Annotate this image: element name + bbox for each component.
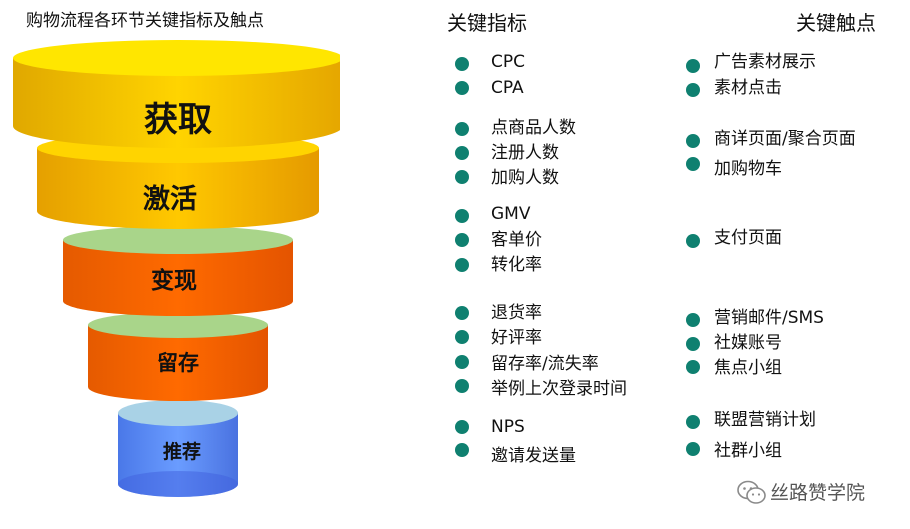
metric-item: 加购人数 [491, 168, 559, 188]
bullet-dot [686, 234, 700, 248]
metric-item: 退货率 [491, 303, 542, 323]
bullet-dot [455, 420, 469, 434]
bullet-dot [455, 330, 469, 344]
bullet-dot [455, 306, 469, 320]
wechat-icon [737, 480, 766, 504]
bullet-dot [686, 415, 700, 429]
metric-item: 点商品人数 [491, 118, 576, 138]
bullet-dot [455, 209, 469, 223]
touchpoint-item: 商详页面/聚合页面 [714, 129, 856, 149]
bullet-dot [686, 59, 700, 73]
stage-label-activation: 激活 [143, 184, 197, 215]
metric-item: CPC [491, 52, 525, 72]
metric-item: 邀请发送量 [491, 446, 576, 466]
watermark-text: 丝路赞学院 [770, 482, 866, 504]
bullet-dot [686, 360, 700, 374]
bullet-dot [455, 146, 469, 160]
touchpoint-item: 联盟营销计划 [714, 410, 816, 430]
touchpoint-item: 营销邮件/SMS [714, 308, 824, 328]
metric-item: 举例上次登录时间 [491, 379, 627, 399]
stage-referral [118, 400, 238, 497]
touchpoint-item: 素材点击 [714, 78, 782, 98]
bullet-dot [455, 233, 469, 247]
touchpoint-item: 焦点小组 [714, 358, 782, 378]
metric-item: NPS [491, 417, 525, 437]
stage-retention [88, 312, 268, 401]
bullet-dot [455, 122, 469, 136]
funnel-diagram [13, 40, 340, 497]
touchpoint-item: 加购物车 [714, 159, 782, 179]
metric-item: 好评率 [491, 328, 542, 348]
metric-item: GMV [491, 204, 531, 224]
bullet-dot [455, 355, 469, 369]
bullet-dot [455, 170, 469, 184]
bullet-dot [686, 83, 700, 97]
metric-item: CPA [491, 78, 524, 98]
bullet-dot [686, 442, 700, 456]
stage-acquisition [13, 40, 340, 148]
bullet-dot [455, 81, 469, 95]
bullet-dot [455, 258, 469, 272]
stage-monetization [63, 226, 293, 316]
bullet-dot [455, 379, 469, 393]
metric-item: 留存率/流失率 [491, 354, 599, 374]
stage-label-acquisition: 获取 [144, 100, 212, 140]
bullet-dot [686, 157, 700, 171]
bullet-dot [686, 313, 700, 327]
touchpoints-header: 关键触点 [796, 11, 876, 35]
touchpoint-item: 社群小组 [714, 441, 782, 461]
metric-item: 转化率 [491, 255, 542, 275]
touchpoint-item: 支付页面 [714, 228, 782, 248]
touchpoint-item: 社媒账号 [714, 333, 782, 353]
bullet-dot [455, 57, 469, 71]
diagram-title: 购物流程各环节关键指标及触点 [26, 11, 264, 31]
stage-label-retention: 留存 [157, 351, 199, 375]
stage-label-monetization: 变现 [151, 268, 197, 294]
bullet-dot [455, 443, 469, 457]
bullet-dot [686, 337, 700, 351]
metric-item: 注册人数 [491, 143, 559, 163]
metric-item: 客单价 [491, 230, 542, 250]
stage-label-referral: 推荐 [162, 441, 201, 463]
metrics-header: 关键指标 [447, 11, 527, 35]
bullet-dot [686, 134, 700, 148]
touchpoint-item: 广告素材展示 [714, 52, 816, 72]
